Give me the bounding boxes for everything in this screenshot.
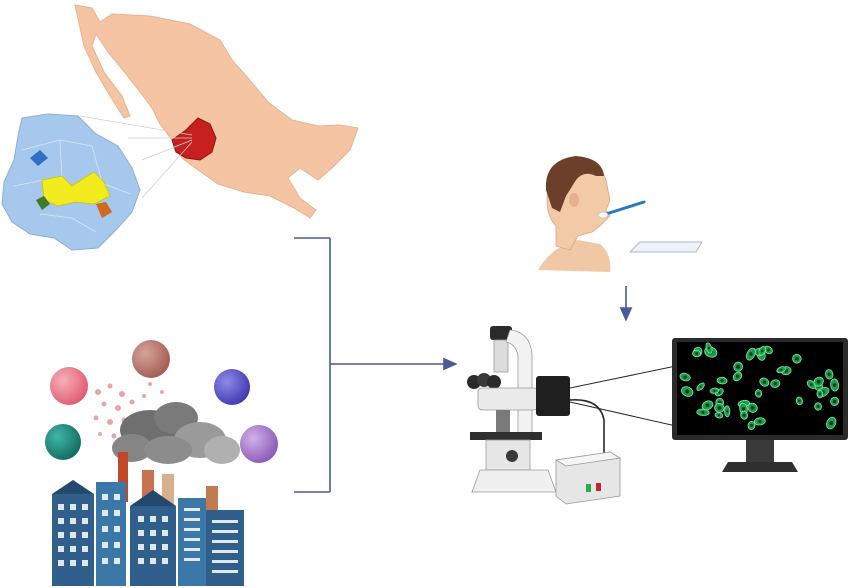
cell-nucleus (829, 421, 834, 426)
cell-nucleus (798, 399, 801, 403)
cell-nucleus (810, 383, 813, 386)
cell-nucleus (818, 392, 822, 396)
projection-lines (569, 365, 677, 427)
smoke-cloud-icon (112, 402, 240, 464)
particle-mauve-icon (132, 340, 170, 378)
particle-lavender-icon (240, 425, 278, 463)
small-particles-icon (93, 382, 164, 439)
particle-teal-icon (45, 424, 81, 460)
cell-nucleus (750, 405, 755, 410)
metro-area-highlight-icon (41, 171, 111, 207)
blue-municipality-icon (30, 150, 48, 166)
jalisco-state-map (1, 113, 141, 251)
person-hair-icon (545, 156, 604, 212)
cell-nucleus (713, 389, 716, 392)
cell-nucleus (701, 410, 705, 414)
computer-monitor (672, 338, 848, 472)
person-shoulders-icon (538, 240, 611, 272)
swab-icon (597, 200, 646, 219)
cell-nucleus (773, 381, 777, 386)
cell-nucleus (749, 423, 754, 427)
cell-nucleus (749, 352, 753, 356)
microscope-slide-icon (628, 241, 703, 253)
cell-nucleus (683, 375, 687, 379)
mexico-map (74, 4, 359, 219)
green-municipality-icon (36, 196, 50, 210)
cell-nucleus (720, 379, 724, 383)
zoom-lines (79, 115, 193, 199)
pollution-illustration (45, 340, 278, 586)
fluorescence-module-icon (536, 376, 570, 416)
cell-nucleus (832, 383, 837, 387)
jalisco-outline-icon (1, 113, 141, 251)
cell-nucleus (760, 349, 764, 353)
cell-nucleus (735, 374, 740, 379)
indicator-red-icon (596, 483, 601, 491)
power-supply-box (554, 451, 622, 505)
cell-nucleus (717, 405, 722, 410)
cell-nucleus (816, 379, 821, 384)
cell-nucleus (832, 399, 837, 404)
cell-nucleus (742, 413, 746, 417)
cell-nucleus (780, 368, 783, 371)
cell-nucleus (741, 407, 746, 411)
cell-nucleus (717, 414, 721, 417)
cell-nucleus (705, 403, 710, 408)
indicator-green-icon (586, 484, 591, 492)
cell-nucleus (726, 410, 729, 413)
particle-indigo-icon (214, 369, 250, 405)
cell-nucleus (762, 380, 766, 384)
buccal-swab-sampling (538, 156, 703, 322)
cell-nucleus (707, 346, 711, 350)
cell-nucleus (795, 356, 799, 361)
jalisco-highlight-icon (171, 117, 217, 161)
cell-nucleus (736, 364, 741, 369)
cell-nucleus (699, 385, 702, 388)
cell-nucleus (758, 419, 762, 423)
cell-nucleus (766, 348, 770, 352)
fluorescent-cells-icon (679, 342, 840, 430)
orange-municipality-icon (96, 202, 112, 218)
cell-nucleus (695, 352, 699, 355)
city-skyline-icon (52, 452, 244, 586)
fluorescence-microscope (467, 326, 605, 493)
cell-nucleus (685, 389, 690, 394)
cell-nucleus (816, 405, 820, 408)
cell-nucleus (827, 372, 831, 376)
mexico-outline-icon (74, 4, 359, 219)
cell-nucleus (757, 392, 760, 395)
bracket-connector (294, 237, 458, 493)
particle-pink-icon (50, 367, 88, 405)
